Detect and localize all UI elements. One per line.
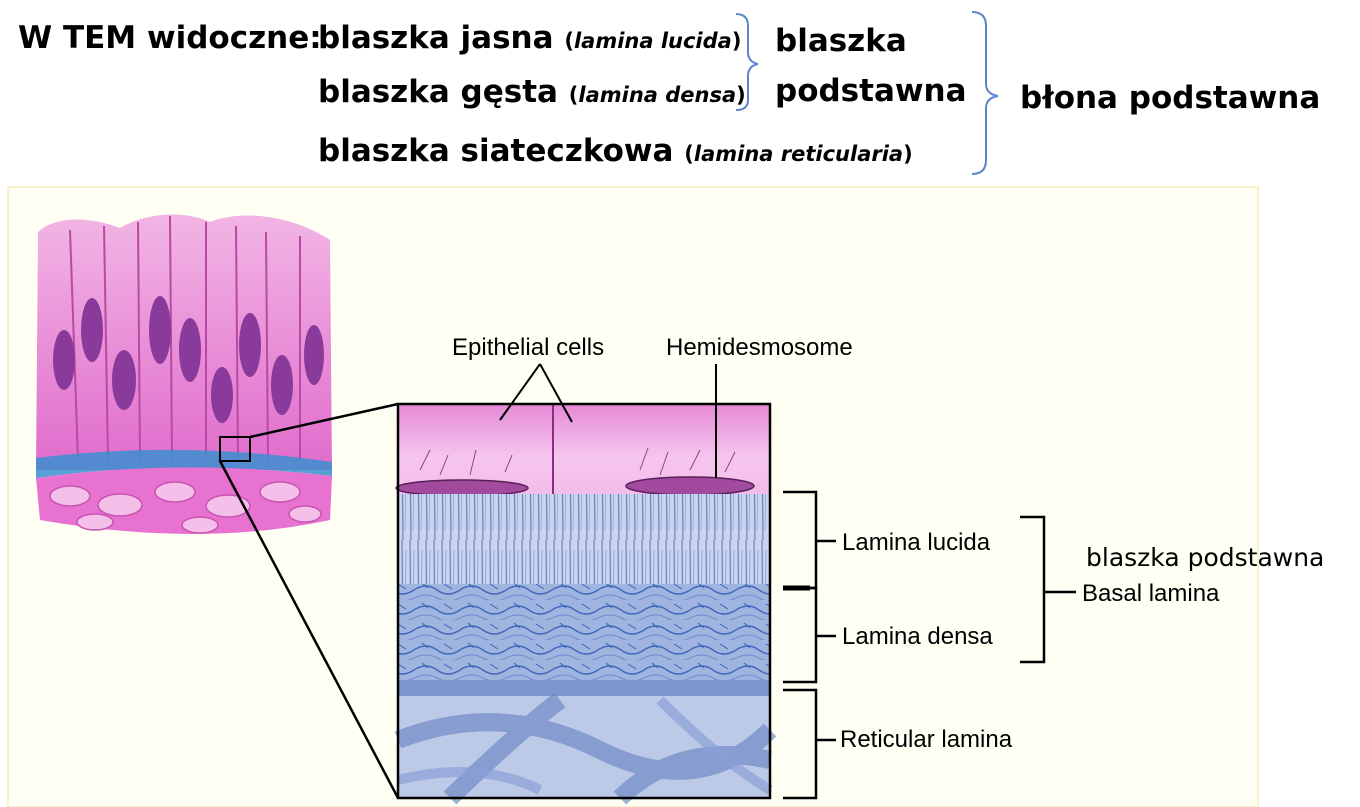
term-jasna: blaszka jasna xyxy=(318,20,554,56)
zoom-box xyxy=(394,402,777,805)
zoom-marker xyxy=(219,436,251,462)
group1-label-line2: podstawna xyxy=(775,73,967,109)
label-epithelial-cells: Epithelial cells xyxy=(452,334,605,361)
header-line-densa: blaszka gęsta (lamina densa) xyxy=(318,77,746,108)
group2-label: błona podstawna xyxy=(1020,80,1321,116)
zoom-lines xyxy=(218,402,400,799)
header-braces xyxy=(735,11,999,175)
header-line-reticularia: blaszka siateczkowa (lamina reticularia) xyxy=(318,136,913,167)
group1-label-line1: blaszka xyxy=(775,23,907,59)
label-lamina-lucida: Lamina lucida xyxy=(842,529,991,556)
label-reticular-lamina: Reticular lamina xyxy=(840,726,1013,753)
latin-reticularia: (lamina reticularia) xyxy=(684,142,913,166)
hemidesmosome-plaque-right xyxy=(625,476,755,496)
label-basal-lamina-pl: blaszka podstawna xyxy=(1086,543,1325,572)
latin-lucida: (lamina lucida) xyxy=(564,29,742,53)
header-prefix: W TEM widoczne: xyxy=(18,20,322,56)
epithelium-illustration xyxy=(36,214,332,534)
latin-densa: (lamina densa) xyxy=(568,83,746,107)
term-siateczkowa: blaszka siateczkowa xyxy=(318,133,674,169)
hemidesmosome-plaque-left xyxy=(395,479,529,497)
term-gesta: blaszka gęsta xyxy=(318,74,558,110)
label-hemidesmosome: Hemidesmosome xyxy=(666,334,853,361)
label-basal-lamina: Basal lamina xyxy=(1082,580,1220,607)
leader-lines xyxy=(499,363,717,478)
label-lamina-densa: Lamina densa xyxy=(842,623,993,650)
header-line-lucida: blaszka jasna (lamina lucida) xyxy=(318,23,741,54)
